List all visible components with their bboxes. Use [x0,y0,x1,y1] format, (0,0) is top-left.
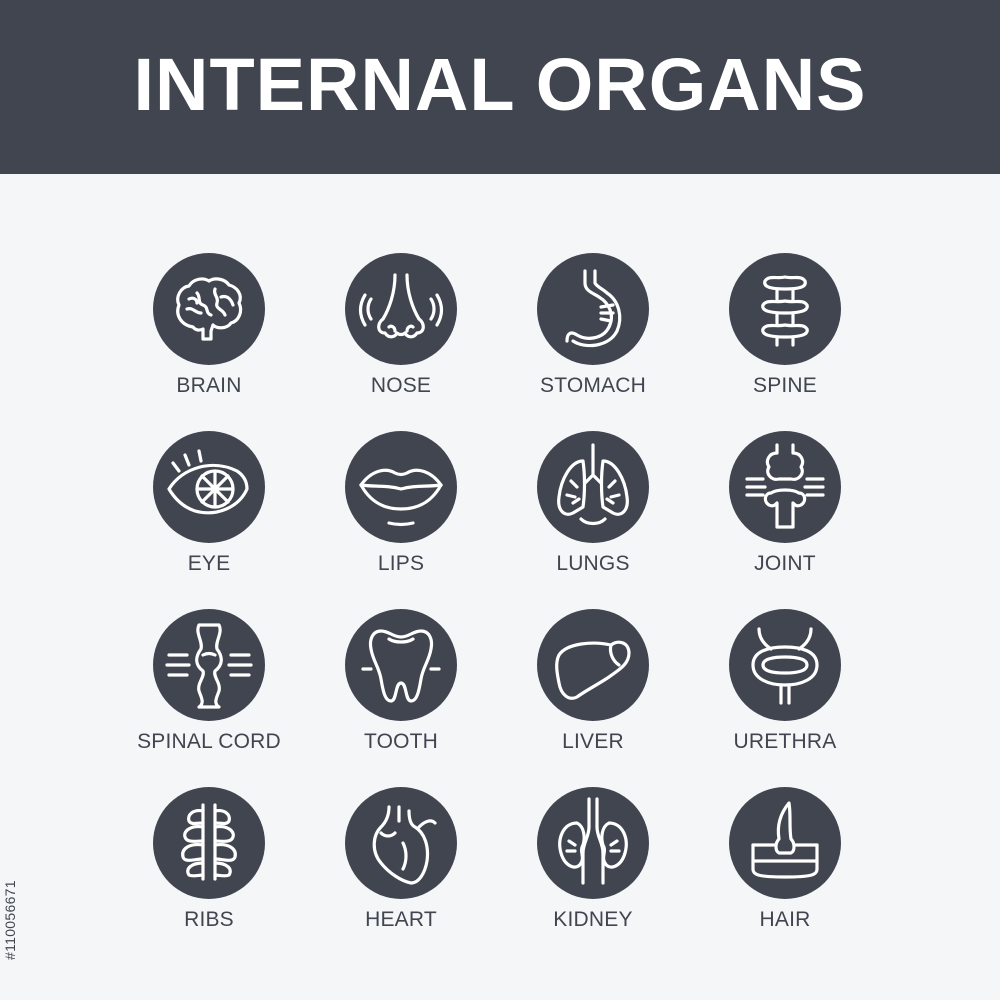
stomach-icon [537,253,649,365]
icon-card-lips: LIPS [301,431,501,601]
icon-label: URETHRA [733,730,837,753]
heart-icon [345,787,457,899]
icon-card-nose: NOSE [301,253,501,423]
icon-card-lungs: LUNGS [493,431,693,601]
icon-label: EYE [187,552,231,575]
eye-icon [153,431,265,543]
icon-card-ribs: RIBS [109,787,309,957]
icon-card-joint: JOINT [685,431,885,601]
icon-label: KIDNEY [553,908,633,931]
stock-id: #110056671 [2,880,18,960]
icon-label: NOSE [370,374,432,397]
icon-label: LIVER [562,730,624,753]
icon-label: LUNGS [556,552,630,575]
icon-card-urethra: URETHRA [685,609,885,779]
icon-label: HAIR [759,908,811,931]
icon-card-liver: LIVER [493,609,693,779]
icon-card-stomach: STOMACH [493,253,693,423]
page-title: INTERNAL ORGANS [133,42,867,126]
icon-card-eye: EYE [109,431,309,601]
icon-label: HEART [365,908,437,931]
icon-card-tooth: TOOTH [301,609,501,779]
hair-icon [729,787,841,899]
icon-card-heart: HEART [301,787,501,957]
icon-card-kidney: KIDNEY [493,787,693,957]
header-bar: INTERNAL ORGANS [0,0,1000,174]
icon-label: TOOTH [363,730,439,753]
lungs-icon [537,431,649,543]
urethra-icon [729,609,841,721]
icon-label: SPINE [752,374,818,397]
icon-label: SPINAL CORD [137,730,281,753]
liver-icon [537,609,649,721]
icon-label: BRAIN [176,374,242,397]
icon-label: LIPS [377,552,425,575]
nose-icon [345,253,457,365]
lips-icon [345,431,457,543]
tooth-icon [345,609,457,721]
brain-icon [153,253,265,365]
icon-card-spinal-cord: SPINAL CORD [109,609,309,779]
icon-card-hair: HAIR [685,787,885,957]
icon-card-brain: BRAIN [109,253,309,423]
ribs-icon [153,787,265,899]
icon-label: JOINT [754,552,816,575]
icon-label: STOMACH [539,374,647,397]
icon-card-spine: SPINE [685,253,885,423]
kidney-icon [537,787,649,899]
icon-label: RIBS [184,908,234,931]
spinal-cord-icon [153,609,265,721]
spine-icon [729,253,841,365]
joint-icon [729,431,841,543]
